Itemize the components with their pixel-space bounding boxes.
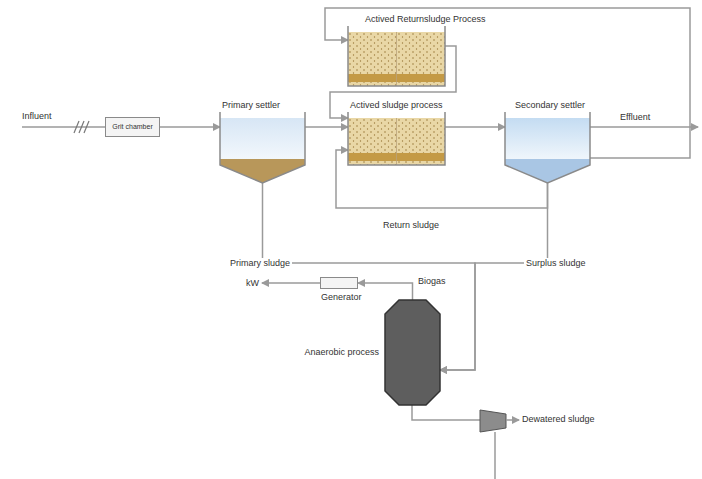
dewatered-arrow (506, 419, 519, 421)
flow-label: Influent (22, 111, 52, 121)
tank-node: Primary settler (220, 112, 305, 183)
node-heading: Actived sludge process (350, 100, 443, 110)
screen-bars (74, 121, 89, 133)
flow-connector (445, 126, 505, 128)
node-heading: Actived Returnsludge Process (365, 14, 486, 24)
tank-shape (505, 112, 590, 183)
node-heading: Generator (321, 292, 362, 302)
tank-shape (220, 112, 305, 183)
flow-connector (305, 126, 348, 128)
flow-label: Surplus sludge (524, 258, 588, 268)
flow-label: Dewatered sludge (522, 414, 595, 424)
flow-label: kW (246, 278, 259, 288)
digester-node: Anaerobic process (385, 300, 440, 405)
influent-line (22, 126, 105, 128)
dewatering-press (480, 410, 506, 432)
flow-label: Biogas (418, 276, 446, 286)
process-box: Generator (320, 277, 358, 289)
tank-node: Actived sludge process (348, 112, 445, 165)
effluent-arrow (590, 126, 698, 128)
tank-node: Actived Returnsludge Process (348, 26, 445, 86)
flow-connector (358, 283, 413, 300)
tank-shape (385, 300, 440, 405)
tank-shape (348, 26, 445, 86)
flow-label: Primary sludge (228, 258, 292, 268)
box-label: Grit chamber (112, 123, 152, 131)
tank-shape (348, 112, 445, 165)
flow-connector (263, 183, 476, 370)
node-heading: Primary settler (222, 100, 280, 110)
power-arrow (262, 282, 320, 284)
node-heading: Anaerobic process (304, 347, 379, 357)
tank-node: Secondary settler (505, 112, 590, 183)
filtrate-line (494, 432, 496, 479)
flow-connector (160, 126, 220, 128)
node-heading: Secondary settler (515, 100, 585, 110)
process-box: Grit chamber (105, 117, 160, 137)
flow-connector (440, 183, 548, 370)
flow-label: Return sludge (383, 220, 439, 230)
flow-label: Effluent (620, 112, 650, 122)
digestate-line (412, 405, 480, 420)
